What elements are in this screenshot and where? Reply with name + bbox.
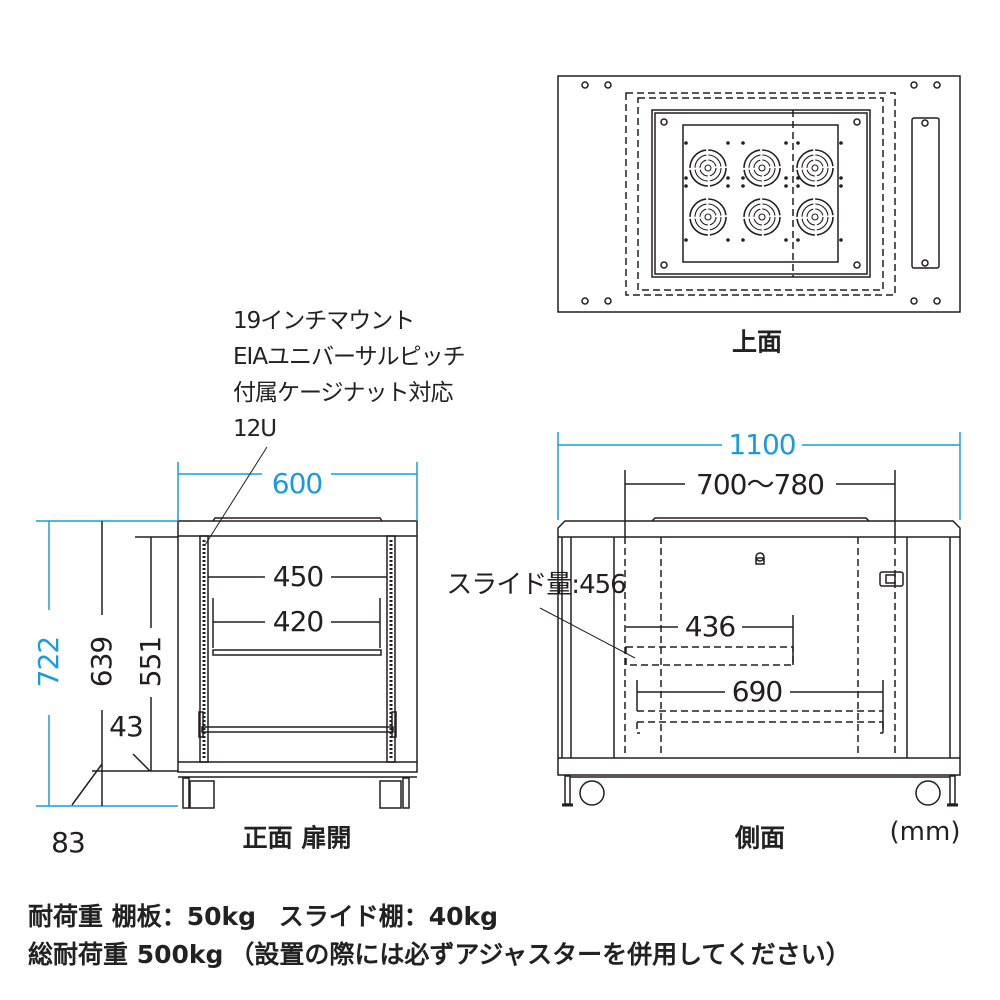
- screw-hole: [741, 141, 745, 145]
- dim-offset-43: 43: [109, 710, 144, 743]
- front-view-label: 正面 扉開: [242, 823, 352, 853]
- dim-front-width: 600: [271, 467, 323, 500]
- screw-hole: [839, 141, 843, 145]
- dim-side-depth: 1100: [728, 428, 796, 461]
- dim-offset-83: 83: [51, 826, 86, 859]
- dim-rail-450: 450: [272, 560, 324, 593]
- top-view: [557, 75, 961, 313]
- dim-rail-depth: 700〜780: [696, 468, 825, 501]
- screw-hole: [839, 238, 843, 242]
- fan-icon: [796, 198, 834, 236]
- fan-icon: [689, 198, 727, 236]
- screw-hole: [726, 184, 730, 188]
- note-cage-nut: 付属ケージナット対応: [233, 380, 454, 406]
- screw-hole: [796, 184, 800, 188]
- adjuster-note: （設置の際には必ずアジャスターを併用してください）: [229, 940, 851, 969]
- note-units: 12U: [233, 416, 277, 442]
- slide-shelf-load: スライド棚：40kg: [278, 902, 499, 931]
- load-capacity-line: 耐荷重 棚板：50kg スライド棚：40kg: [28, 904, 512, 929]
- screw-hole: [784, 141, 788, 145]
- screw-hole: [726, 176, 730, 180]
- screw-hole: [684, 184, 688, 188]
- top-view-label: 上面: [731, 327, 783, 357]
- dim-height-551: 551: [134, 636, 167, 688]
- dim-shelf-420: 420: [272, 605, 324, 638]
- front-view: [36, 446, 418, 809]
- screw-hole: [684, 176, 688, 180]
- screw-hole: [839, 184, 843, 188]
- screw-hole: [684, 238, 688, 242]
- dim-height-639: 639: [85, 636, 118, 688]
- fan-icon: [743, 149, 781, 187]
- screw-hole: [784, 238, 788, 242]
- screw-hole: [796, 238, 800, 242]
- total-load: 総耐荷重 500kg: [28, 940, 224, 969]
- side-view-label: 側面: [734, 823, 786, 853]
- screw-hole: [784, 176, 788, 180]
- screw-hole: [684, 141, 688, 145]
- screw-hole: [741, 184, 745, 188]
- side-view: [539, 432, 961, 807]
- screw-hole: [741, 176, 745, 180]
- screw-hole: [726, 238, 730, 242]
- note-mount: 19インチマウント: [233, 308, 415, 334]
- dim-shelf-690: 690: [731, 675, 783, 708]
- unit-label: (mm): [889, 817, 961, 847]
- screw-hole: [796, 141, 800, 145]
- screw-hole: [741, 238, 745, 242]
- dim-total-height: 722: [32, 636, 65, 688]
- screw-hole: [784, 184, 788, 188]
- fan-icon: [689, 149, 727, 187]
- screw-hole: [796, 176, 800, 180]
- dim-slide-travel: スライド量:456: [446, 570, 626, 600]
- fan-icon: [796, 149, 834, 187]
- fan-icon: [743, 198, 781, 236]
- screw-hole: [726, 141, 730, 145]
- note-eia: EIAユニバーサルピッチ: [233, 344, 466, 370]
- screw-hole: [839, 176, 843, 180]
- dim-slide-436: 436: [684, 610, 736, 643]
- total-load-line: 総耐荷重 500kg（設置の際には必ずアジャスターを併用してください）: [28, 942, 865, 967]
- shelf-load: 耐荷重 棚板：50kg: [28, 902, 257, 931]
